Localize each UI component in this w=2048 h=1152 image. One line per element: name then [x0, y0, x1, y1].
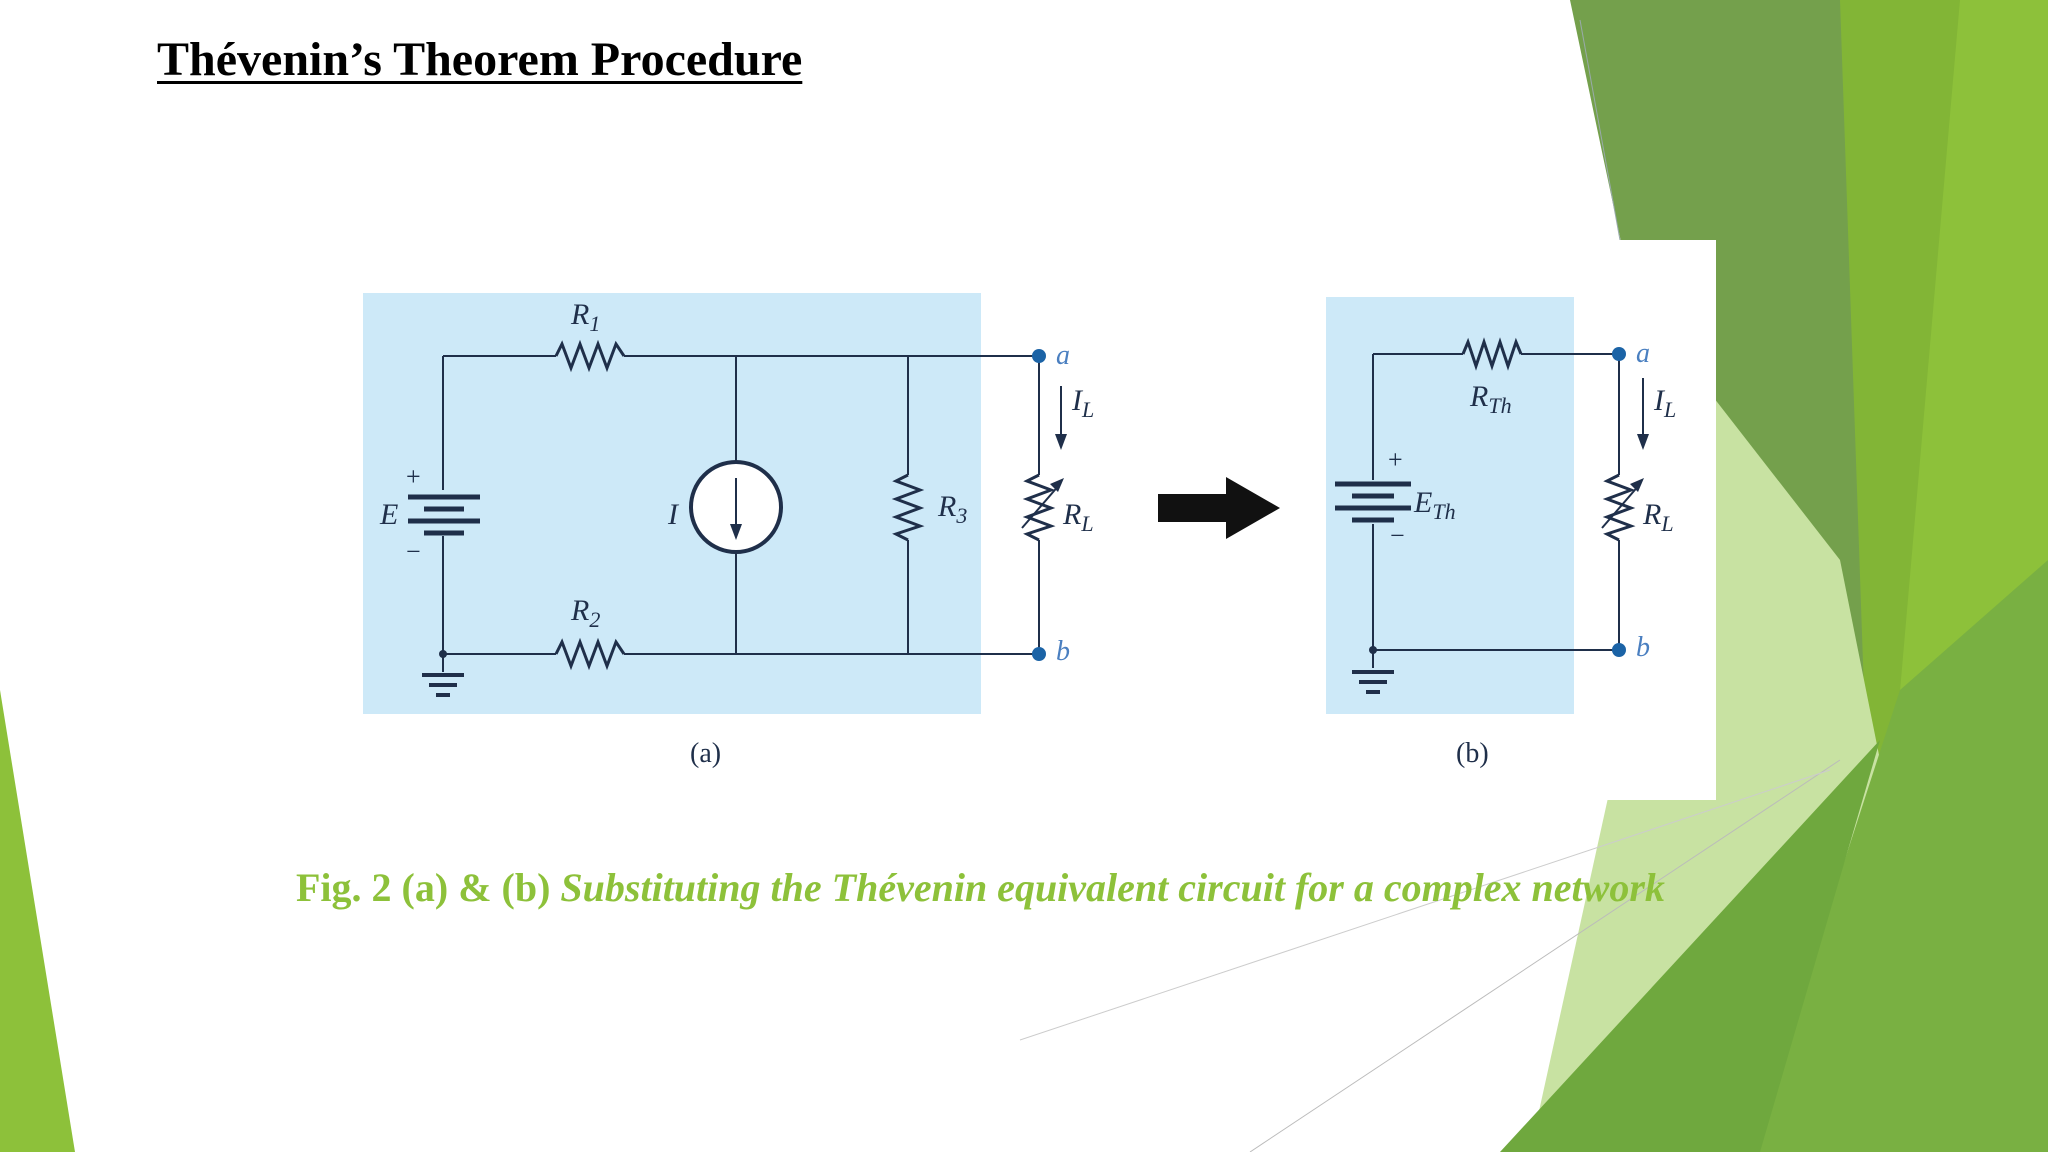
terminal-b-dot-b [1612, 643, 1626, 657]
terminal-b-dot [1032, 647, 1046, 661]
label-i: I [667, 498, 680, 531]
current-il-arrow-b-icon [1637, 378, 1649, 450]
thin-decor-line-3 [1019, 769, 1831, 1041]
label-il-a: IL [1071, 384, 1094, 422]
terminal-a-dot [1032, 349, 1046, 363]
caption-prefix: Fig. 2 (a) & (b) [296, 865, 551, 910]
variable-resistor-rl-a-icon [1021, 473, 1064, 542]
label-e-plus: + [406, 462, 421, 491]
caption-description: Substituting the Thévenin equivalent cir… [560, 865, 1665, 910]
battery-eth-icon [1335, 481, 1411, 523]
label-r1: R1 [570, 298, 600, 336]
label-terminal-a-b: a [1636, 338, 1650, 369]
figure-a-wires [442, 355, 1040, 672]
right-facet-green-lower [1750, 560, 2048, 1152]
resistor-r3-icon [891, 473, 925, 542]
thin-decor-line-1 [1579, 19, 1621, 241]
label-r3: R3 [937, 490, 967, 528]
right-facet-bottom-dark [1500, 740, 1880, 1152]
left-green-strip [0, 690, 75, 1152]
label-r2: R2 [570, 594, 600, 632]
label-il-b: IL [1653, 384, 1676, 422]
figure-a-label: (a) [690, 738, 721, 769]
resistor-r1-icon [554, 339, 626, 373]
figure-caption: Fig. 2 (a) & (b) Substituting the Théven… [296, 864, 1665, 911]
label-terminal-b: b [1056, 636, 1070, 667]
right-arrow-icon [1158, 477, 1280, 539]
figure-a-panel [363, 293, 981, 714]
current-il-arrow-a-icon [1055, 386, 1067, 450]
current-source-icon [689, 460, 783, 554]
resistor-r2-icon [554, 637, 626, 671]
battery-e-icon [408, 494, 480, 536]
slide-title: Thévenin’s Theorem Procedure [157, 33, 803, 86]
label-eth: ETh [1413, 486, 1456, 524]
terminal-a-dot-b [1612, 347, 1626, 361]
ground-a-icon [422, 673, 464, 697]
label-e-minus: − [406, 537, 421, 566]
label-terminal-a: a [1056, 340, 1070, 371]
ground-b-icon [1352, 670, 1394, 694]
thin-decor-line-2 [1249, 759, 1841, 1152]
label-e: E [379, 498, 398, 531]
label-eth-minus: − [1390, 521, 1405, 550]
variable-resistor-rl-b-icon [1601, 473, 1644, 542]
label-eth-plus: + [1388, 445, 1403, 474]
figure-b-wires [1372, 353, 1620, 668]
label-rth: RTh [1469, 380, 1512, 418]
label-rl-a: RL [1062, 498, 1094, 536]
junction-dot-a [439, 650, 447, 658]
junction-dot-b [1369, 646, 1377, 654]
figure-b-label: (b) [1456, 738, 1489, 769]
resistor-rth-icon [1461, 337, 1523, 371]
label-rl-b: RL [1642, 498, 1674, 536]
label-terminal-b-b: b [1636, 632, 1650, 663]
